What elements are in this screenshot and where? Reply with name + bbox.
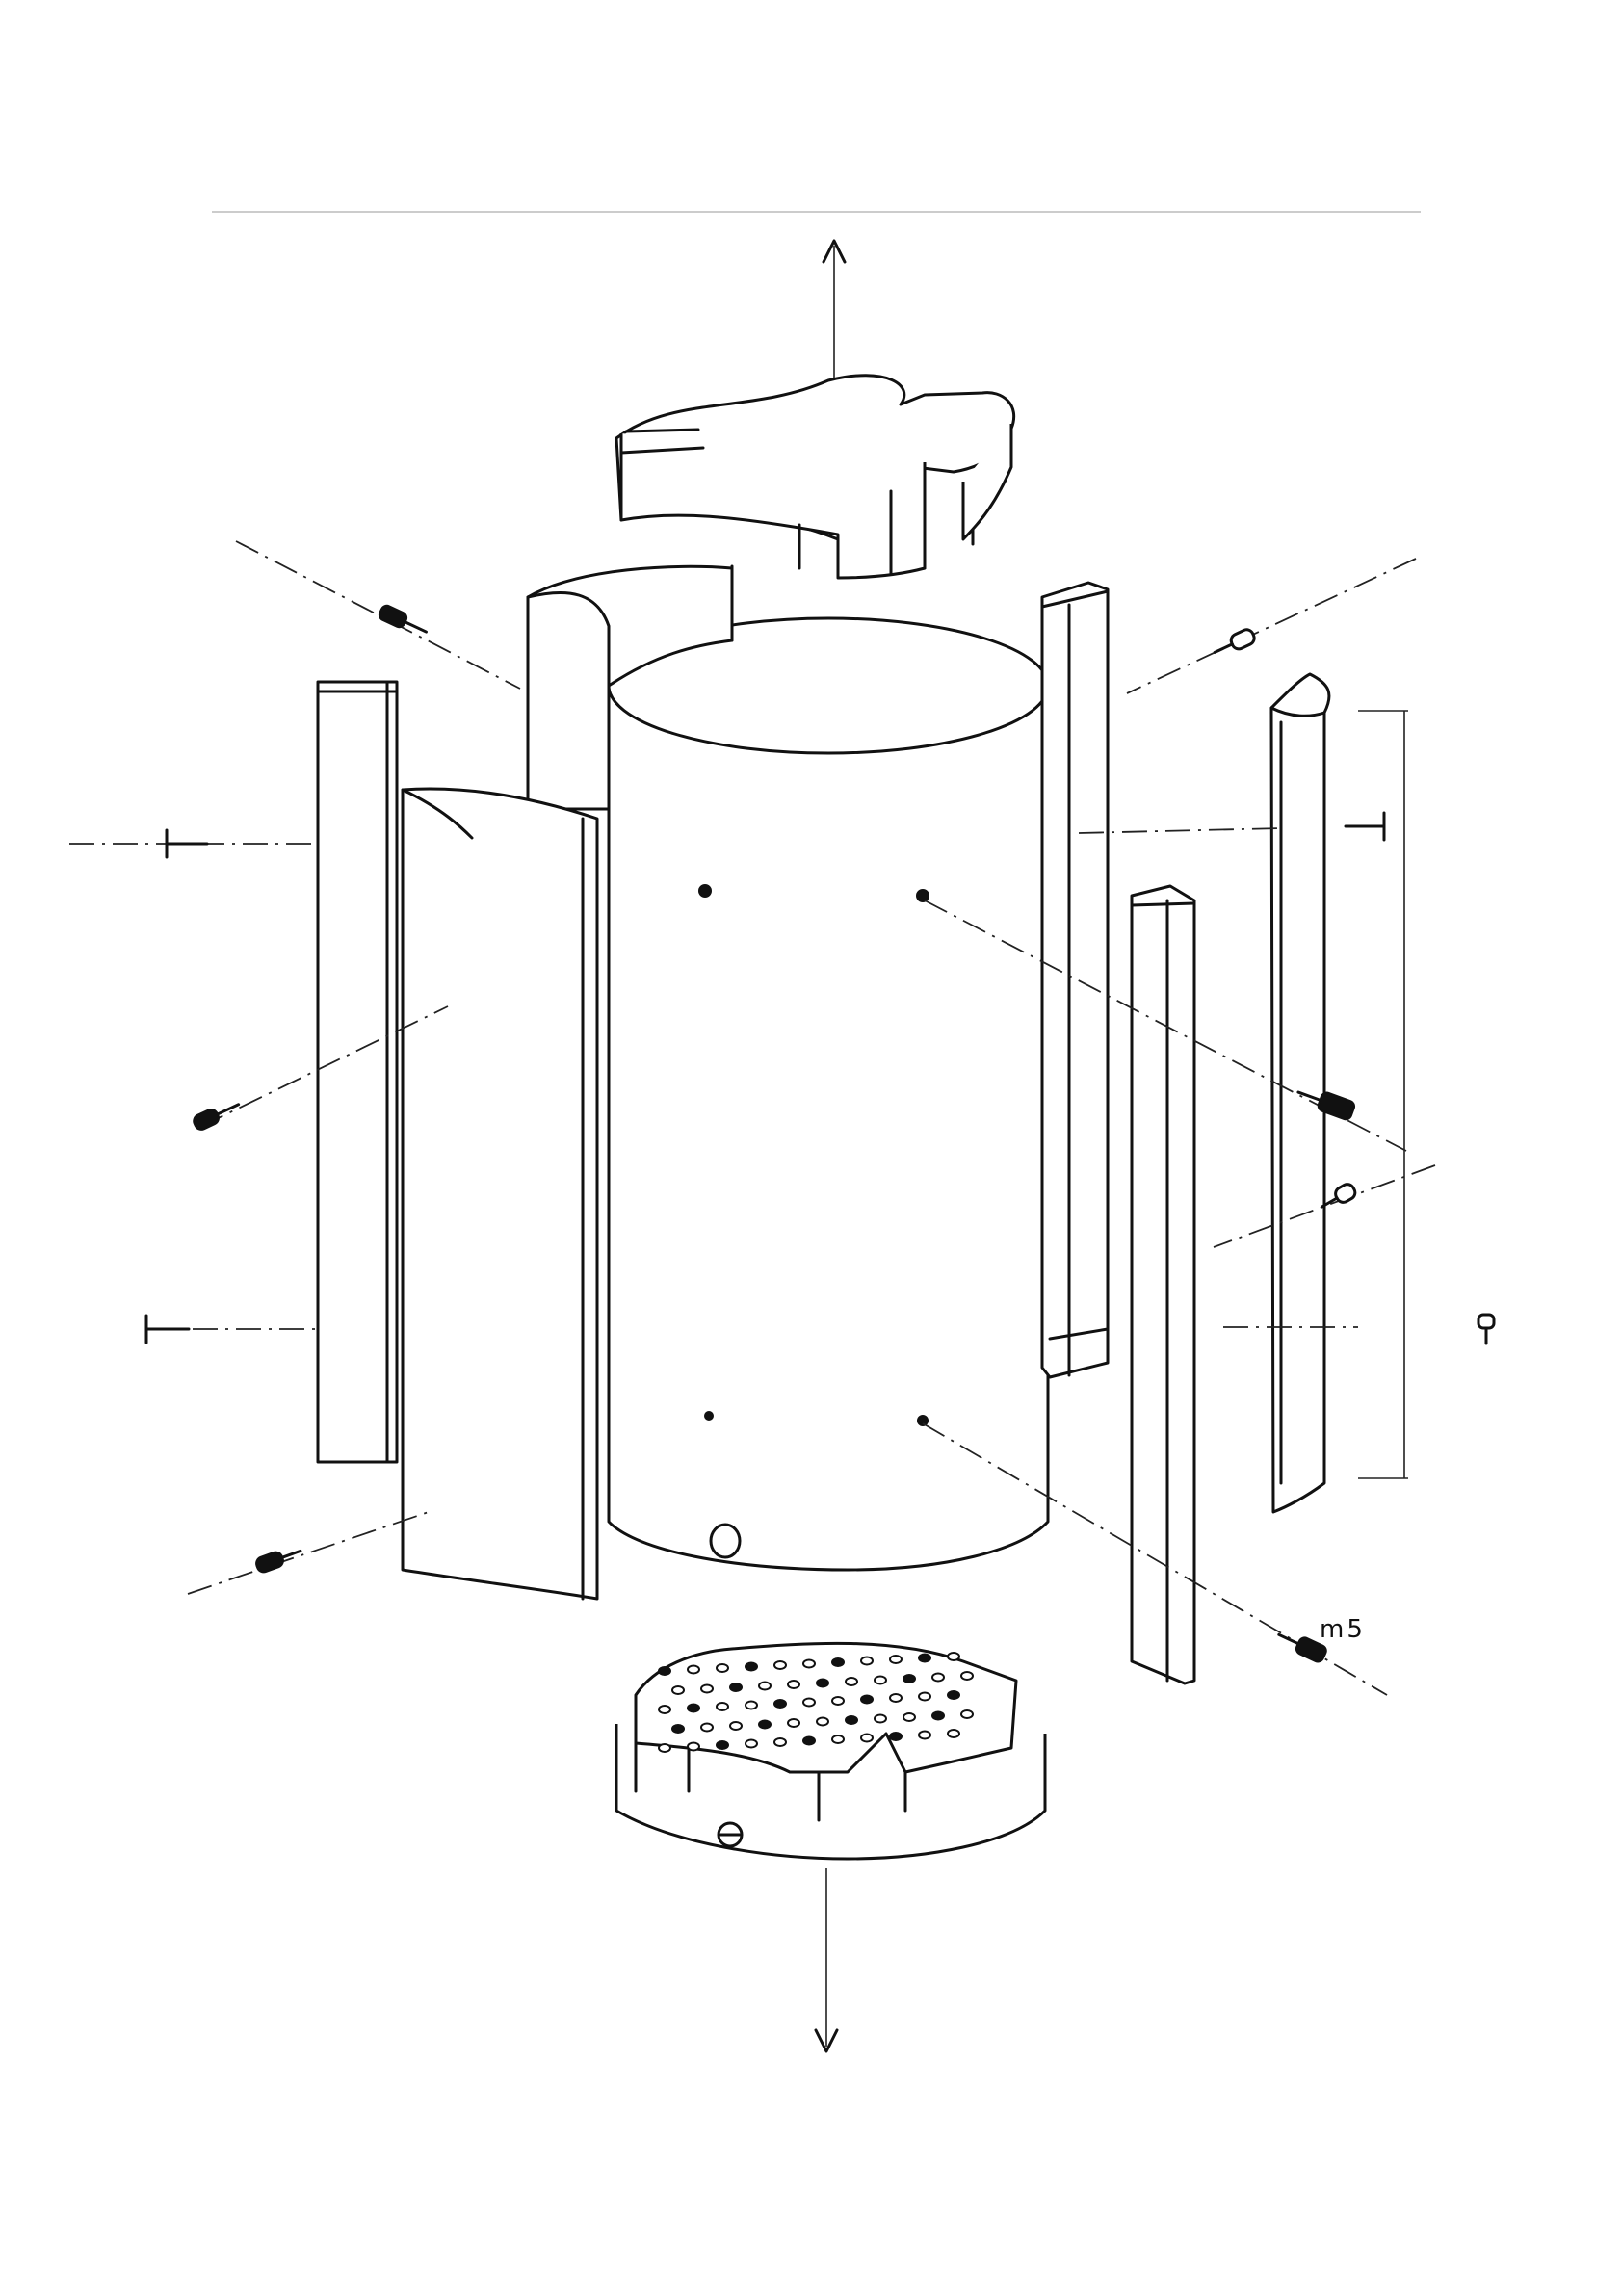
- flat-bar-left: [316, 680, 399, 1464]
- perforation-hole: [947, 1729, 960, 1738]
- perforation-hole: [687, 1664, 700, 1675]
- perforation-hole: [931, 1672, 945, 1683]
- perforation-hole: [787, 1680, 800, 1689]
- dimension-bracket: [1358, 710, 1408, 1479]
- curved-panel-left: [401, 787, 599, 1601]
- perforation-hole: [802, 1735, 816, 1746]
- tbolt-left-lower: [144, 1314, 191, 1344]
- perforation-hole: [960, 1709, 974, 1719]
- perforation-hole: [729, 1721, 743, 1731]
- perforation-hole: [947, 1652, 960, 1661]
- perforation-hole: [671, 1685, 685, 1695]
- perforation-hole: [860, 1656, 874, 1666]
- screw-right-small: [1320, 1183, 1357, 1209]
- perforation-hole: [802, 1697, 816, 1708]
- perforation-hole: [671, 1724, 685, 1734]
- screw-size-label: m5: [1320, 1615, 1366, 1644]
- perforation-hole: [960, 1671, 974, 1681]
- perforation-hole: [729, 1683, 743, 1692]
- perforation-hole: [716, 1740, 729, 1750]
- perforation-hole: [816, 1678, 829, 1688]
- bottom-base: [615, 1641, 1047, 1861]
- flat-bar-right-front: [1130, 884, 1196, 1685]
- top-cap: [615, 374, 1016, 580]
- perforation-hole: [831, 1735, 845, 1744]
- perforation-hole: [700, 1722, 714, 1733]
- screw-right-bottom: [1277, 1632, 1327, 1663]
- perforation-hole: [860, 1694, 874, 1705]
- perforation-hole: [745, 1661, 758, 1672]
- perforation-hole: [658, 1666, 671, 1676]
- screw-top-right: [1213, 628, 1256, 654]
- perforation-hole: [773, 1737, 787, 1747]
- perforation-hole: [816, 1716, 829, 1727]
- perforation-hole: [700, 1683, 714, 1694]
- pin-right: [1477, 1313, 1496, 1345]
- perforation-hole: [874, 1713, 887, 1724]
- screws: [144, 604, 1496, 1663]
- perforation-hole: [687, 1703, 700, 1713]
- perforation-hole: [745, 1738, 758, 1749]
- perforation-hole: [931, 1710, 945, 1721]
- perforation-hole: [889, 1655, 903, 1664]
- tbolt-right-upper: [1344, 811, 1386, 842]
- perforation-hole: [773, 1699, 787, 1709]
- perforation-hole: [716, 1702, 729, 1711]
- perforation-hole: [845, 1677, 858, 1686]
- perforation-hole: [874, 1675, 887, 1685]
- perforation-hole: [831, 1696, 845, 1706]
- perforation-holes: [658, 1652, 974, 1753]
- perforation-hole: [903, 1674, 916, 1683]
- perforation-hole: [889, 1732, 903, 1741]
- perforation-hole: [758, 1719, 772, 1730]
- screw-left-bottom: [255, 1549, 302, 1574]
- perforation-hole: [889, 1693, 903, 1703]
- perforation-hole: [947, 1690, 960, 1700]
- screw-top-left: [378, 604, 428, 634]
- perforation-hole: [716, 1663, 729, 1673]
- perforation-hole: [658, 1705, 671, 1714]
- perforation-hole: [658, 1743, 671, 1753]
- screw-left-mid: [193, 1103, 241, 1131]
- perforation-hole: [903, 1712, 916, 1722]
- perforation-hole: [845, 1715, 858, 1725]
- curved-panel-back: [526, 564, 734, 811]
- perforation-hole: [918, 1653, 931, 1663]
- perforation-hole: [758, 1681, 772, 1691]
- tbolt-left-upper: [165, 828, 209, 859]
- perforation-hole: [802, 1658, 816, 1669]
- perforation-hole: [860, 1733, 874, 1743]
- cylinder-body: [607, 616, 1050, 1572]
- perforation-hole: [773, 1660, 787, 1670]
- flat-bar-right-back: [1040, 581, 1110, 1379]
- perforation-hole: [831, 1657, 845, 1667]
- perforation-hole: [787, 1718, 800, 1728]
- perforation-hole: [918, 1691, 931, 1702]
- perforation-hole: [687, 1741, 700, 1752]
- perforation-hole: [918, 1730, 931, 1740]
- perforation-hole: [745, 1700, 758, 1710]
- screw-right-mid: [1296, 1090, 1356, 1121]
